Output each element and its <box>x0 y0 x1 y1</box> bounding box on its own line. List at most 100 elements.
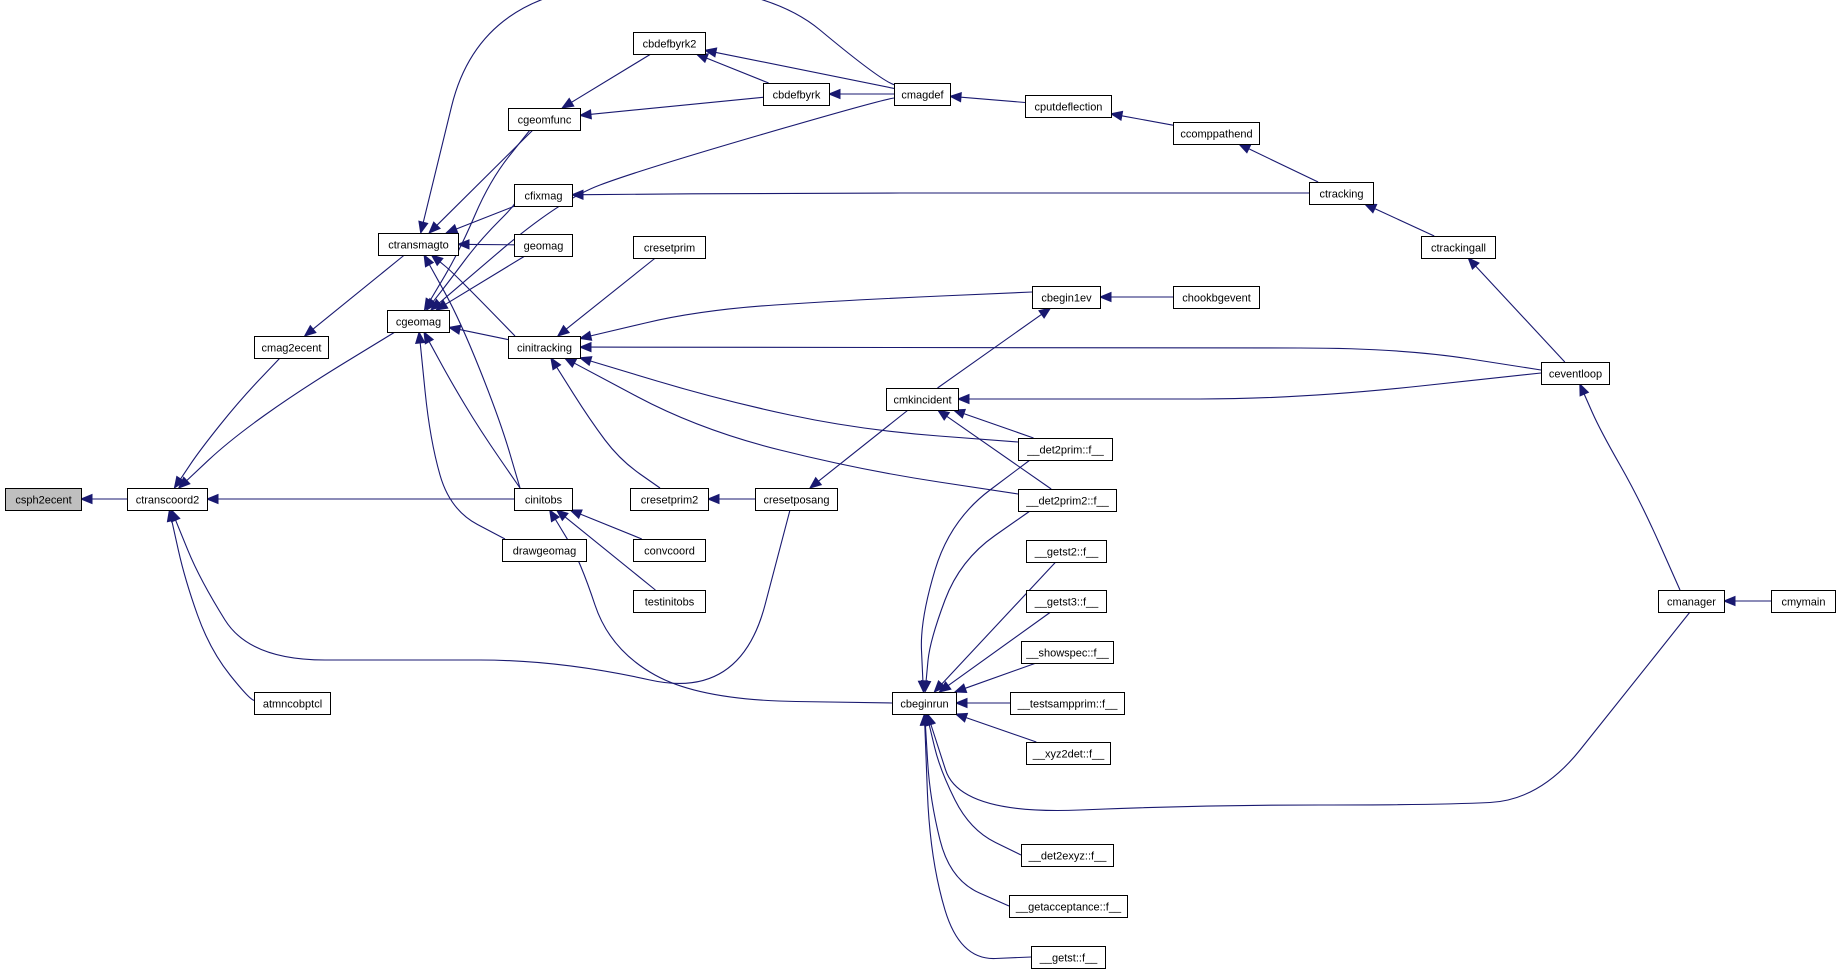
node-label: cputdeflection <box>1035 102 1103 114</box>
node-cresetprim[interactable]: cresetprim <box>633 236 706 259</box>
node-det2exyz[interactable]: __det2exyz::f__ <box>1021 844 1114 867</box>
node-box <box>1031 946 1106 969</box>
node-cbegin1ev[interactable]: cbegin1ev <box>1032 286 1101 309</box>
node-testsampprim[interactable]: __testsampprim::f__ <box>1010 692 1125 715</box>
arrowhead <box>205 493 219 505</box>
node-box <box>127 488 208 511</box>
node-ceventloop[interactable]: ceventloop <box>1541 362 1610 385</box>
node-label: __det2exyz::f__ <box>1028 851 1108 863</box>
edge-line <box>429 129 531 301</box>
node-det2prim[interactable]: __det2prim::f__ <box>1018 438 1113 461</box>
arrowhead <box>303 324 317 337</box>
node-box <box>1309 182 1374 205</box>
arrowhead <box>933 680 946 693</box>
node-cinitracking[interactable]: cinitracking <box>508 336 581 359</box>
edge-ceventloop-to-ctrackingall <box>1467 257 1566 363</box>
arrowhead <box>570 189 584 200</box>
edge-line <box>312 254 405 330</box>
node-cinitobs[interactable]: cinitobs <box>514 488 573 511</box>
edge-cresetprim-to-cinitracking <box>556 257 656 337</box>
node-label: cmanager <box>1667 597 1716 609</box>
node-getst[interactable]: __getst::f__ <box>1031 946 1106 969</box>
arrowhead <box>423 253 435 268</box>
node-ctracking[interactable]: ctracking <box>1309 182 1374 205</box>
node-label: cinitobs <box>525 495 563 507</box>
node-box <box>633 32 706 55</box>
node-box <box>1009 895 1128 918</box>
node-label: cresetprim <box>644 243 695 255</box>
edge-line <box>422 0 895 223</box>
node-ctransmagto[interactable]: ctransmagto <box>378 233 459 256</box>
edge-geomag-to-cgeomag <box>434 255 526 311</box>
node-cputdeflection[interactable]: cputdeflection <box>1025 95 1112 118</box>
node-geomag[interactable]: geomag <box>514 234 573 257</box>
arrowhead <box>1038 307 1052 319</box>
node-det2prim2[interactable]: __det2prim2::f__ <box>1018 489 1117 512</box>
edge-cinitracking-to-cgeomag <box>447 324 509 341</box>
arrowhead <box>1467 257 1480 270</box>
edge-cgeomag-to-ctranscoord2 <box>177 331 396 489</box>
edge-line <box>590 346 1542 371</box>
arrowhead <box>568 509 583 520</box>
node-cbdefbyrk2[interactable]: cbdefbyrk2 <box>633 32 706 55</box>
node-cmanager[interactable]: cmanager <box>1658 590 1725 613</box>
node-cbdefbyrk[interactable]: cbdefbyrk <box>763 83 830 106</box>
node-label: __det2prim::f__ <box>1026 445 1104 457</box>
node-ctrackingall[interactable]: ctrackingall <box>1421 236 1496 259</box>
node-box <box>892 692 957 715</box>
node-cbeginrun[interactable]: cbeginrun <box>892 692 957 715</box>
edge-line <box>924 724 1032 960</box>
edge-line <box>818 409 909 482</box>
arrowhead <box>1722 595 1736 607</box>
node-cresetprim2[interactable]: cresetprim2 <box>630 488 709 511</box>
node-cgeomag[interactable]: cgeomag <box>387 310 450 333</box>
arrowhead <box>956 393 970 405</box>
node-testinitobs[interactable]: testinitobs <box>633 590 706 613</box>
node-csph2ecent[interactable]: csph2ecent <box>5 488 82 511</box>
node-chookbgevent[interactable]: chookbgevent <box>1173 286 1260 309</box>
node-convcoord[interactable]: convcoord <box>633 539 706 562</box>
node-cfixmag[interactable]: cfixmag <box>514 184 573 207</box>
node-box <box>1032 286 1101 309</box>
edge-cmymain-to-cmanager <box>1722 595 1771 607</box>
edge-cbdefbyrk-to-cgeomfunc <box>578 96 764 120</box>
edge-det2prim2-to-cinitracking <box>563 357 1019 495</box>
node-label: cbegin1ev <box>1041 293 1092 305</box>
edge-line <box>459 329 509 341</box>
node-getst3[interactable]: __getst3::f__ <box>1026 590 1107 613</box>
node-cmkincident[interactable]: cmkincident <box>886 388 959 411</box>
node-ccomppathend[interactable]: ccomppathend <box>1173 122 1260 145</box>
arrowhead <box>1579 382 1590 397</box>
node-label: cmkincident <box>893 395 951 407</box>
node-label: cbdefbyrk2 <box>643 39 697 51</box>
arrowhead <box>938 681 952 693</box>
node-cgeomfunc[interactable]: cgeomfunc <box>508 108 581 131</box>
node-label: ccomppathend <box>1180 129 1252 141</box>
node-xyz2det[interactable]: __xyz2det::f__ <box>1026 742 1111 765</box>
arrowhead <box>447 324 462 335</box>
edge-line <box>941 561 1057 685</box>
node-cresetposang[interactable]: cresetposang <box>755 488 838 511</box>
node-drawgeomag[interactable]: drawgeomag <box>502 539 587 562</box>
node-getst2[interactable]: __getst2::f__ <box>1026 540 1107 563</box>
node-cmag2ecent[interactable]: cmag2ecent <box>254 336 329 359</box>
node-showspec[interactable]: __showspec::f__ <box>1021 641 1114 664</box>
node-ctranscoord2[interactable]: ctranscoord2 <box>127 488 208 511</box>
node-box <box>630 488 709 511</box>
arrowhead <box>578 356 593 367</box>
node-label: cbeginrun <box>900 699 948 711</box>
arrowhead <box>549 508 561 523</box>
edge-chookbgevent-to-cbegin1ev <box>1098 291 1173 303</box>
node-label: cresetprim2 <box>641 495 698 507</box>
edge-ctracking-to-cfixmag <box>570 189 1309 200</box>
node-label: ceventloop <box>1549 369 1602 381</box>
node-atmncobptcl[interactable]: atmncobptcl <box>254 692 331 715</box>
node-cmymain[interactable]: cmymain <box>1771 590 1836 613</box>
node-getacceptance[interactable]: __getacceptance::f__ <box>1009 895 1128 918</box>
edge-line <box>556 367 661 489</box>
node-box <box>1018 489 1117 512</box>
node-box <box>378 233 459 256</box>
node-cmagdef[interactable]: cmagdef <box>894 83 951 106</box>
edge-cbdefbyrk-to-cbdefbyrk2 <box>695 53 769 84</box>
